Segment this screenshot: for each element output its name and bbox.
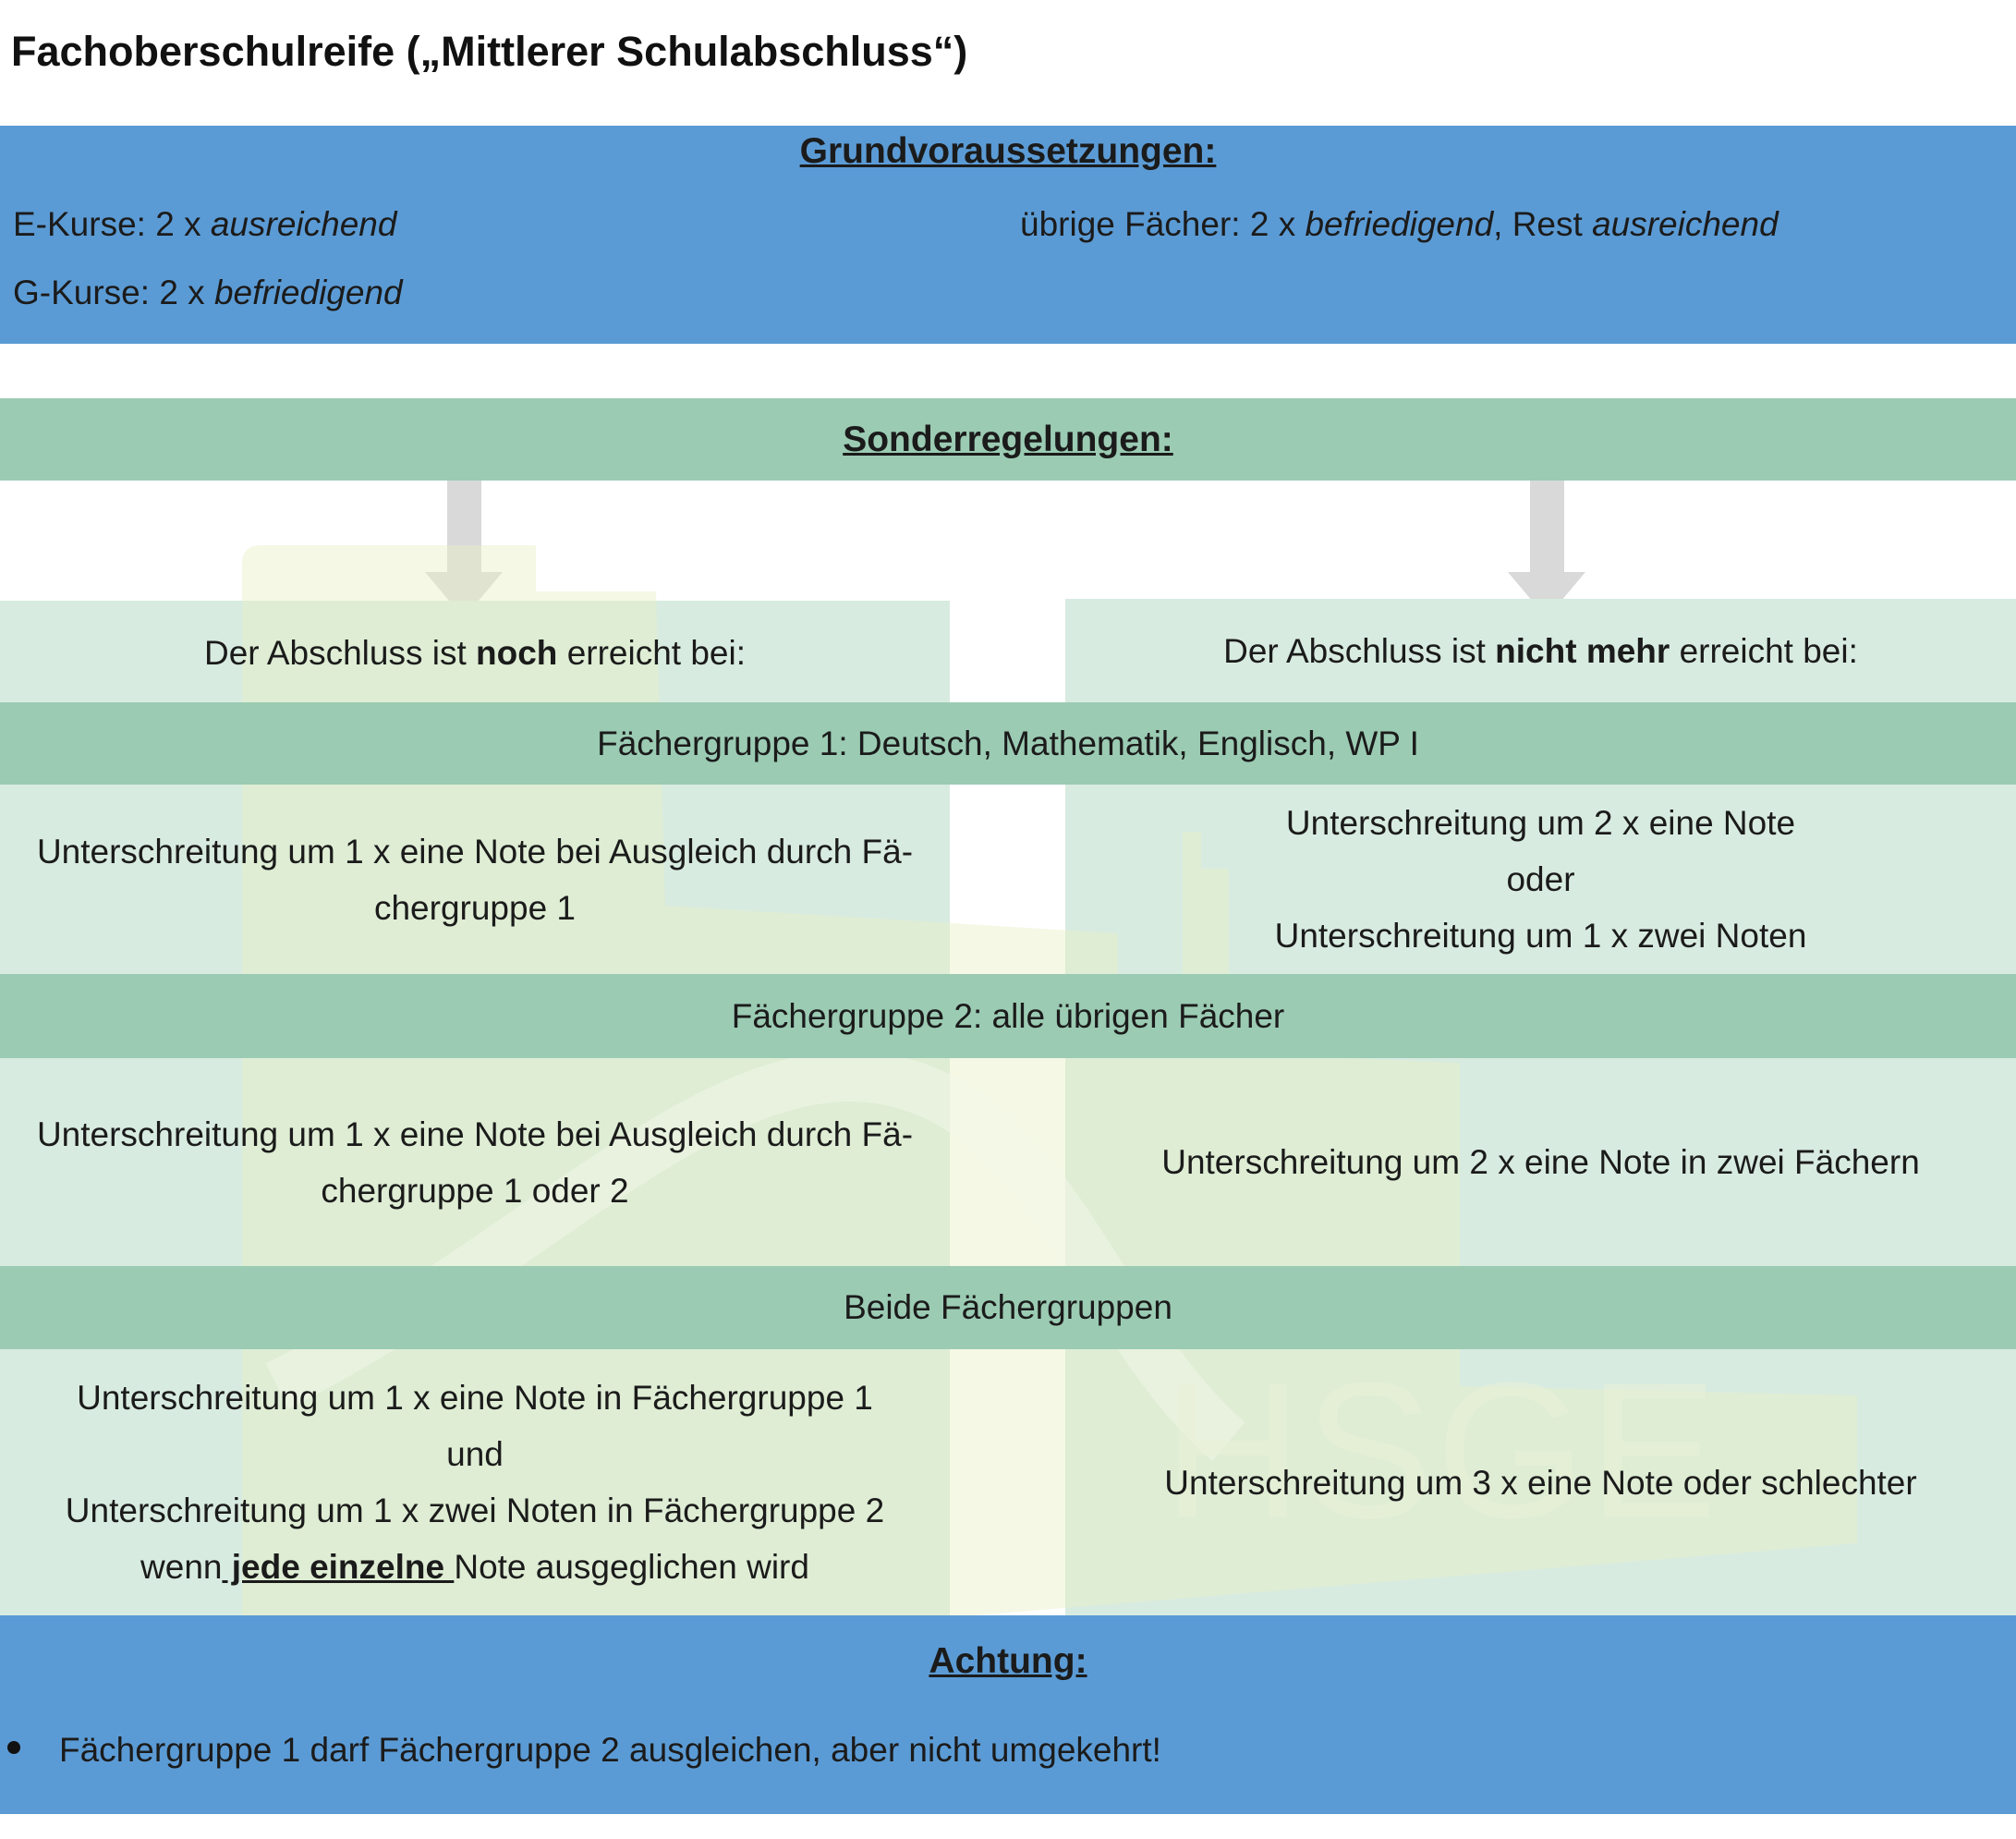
g-kurse-grade: befriedigend (213, 274, 403, 311)
fg1-right-line-2: oder (1506, 860, 1575, 898)
faechergruppe-2-bar: Fächergruppe 2: alle übrigen Fächer (0, 974, 2016, 1058)
fg2-left-line-2: chergruppe 1 oder 2 (321, 1171, 629, 1210)
beide-left-line-1: Unterschreitung um 1 x eine Note in Fäch… (77, 1379, 873, 1417)
page-title: Fachoberschulreife („Mittlerer Schulabsc… (11, 28, 968, 75)
left-column-heading: Der Abschluss ist noch erreicht bei: (0, 617, 950, 689)
bullet-point (7, 1741, 20, 1754)
uebrige-grade-2: ausreichend (1592, 205, 1779, 243)
left-heading-bold: noch (476, 634, 558, 672)
achtung-header: Achtung: (929, 1641, 1087, 1681)
left-heading-pre: Der Abschluss ist (203, 634, 477, 672)
fg1-left-line-1: Unterschreitung um 1 x eine Note bei Aus… (36, 832, 914, 871)
beide-right-text: Unterschreitung um 3 x eine Note oder sc… (1164, 1463, 1917, 1502)
fg1-right-line-1: Unterschreitung um 2 x eine Note (1285, 804, 1796, 842)
fg1-right-text: Unterschreitung um 2 x eine Note oder Un… (1065, 785, 2016, 974)
uebrige-label: übrige Fächer: 2 x (1020, 205, 1306, 243)
g-kurse-line: G-Kurse: 2 x befriedigend (13, 274, 403, 329)
arrow-right-shaft (1530, 481, 1564, 573)
fg2-left-line-1: Unterschreitung um 1 x eine Note bei Aus… (36, 1114, 914, 1153)
e-kurse-label: E-Kurse: 2 x (13, 205, 211, 243)
right-heading-pre: Der Abschluss ist (1223, 632, 1496, 670)
grundvoraussetzungen-header: Grundvoraussetzungen: (799, 131, 1217, 171)
uebrige-faecher-line: übrige Fächer: 2 x befriedigend, Rest au… (1020, 205, 1779, 261)
g-kurse-label: G-Kurse: 2 x (13, 274, 214, 311)
beide-faechergruppen-bar: Beide Fächergruppen (0, 1266, 2016, 1349)
left-heading-post: erreicht bei: (557, 634, 747, 672)
right-column-panel-top (1065, 599, 2016, 702)
fg2-left-text: Unterschreitung um 1 x eine Note bei Aus… (0, 1058, 950, 1266)
e-kurse-grade: ausreichend (210, 205, 397, 243)
left-column-panel-top (0, 601, 950, 702)
uebrige-rest: , Rest (1493, 205, 1593, 243)
e-kurse-line: E-Kurse: 2 x ausreichend (13, 205, 396, 261)
fg1-right-line-3: Unterschreitung um 1 x zwei Noten (1274, 917, 1807, 955)
right-column-heading: Der Abschluss ist nicht mehr erreicht be… (1065, 615, 2016, 688)
achtung-bullet-text: Fächergruppe 1 darf Fächergruppe 2 ausgl… (59, 1731, 1161, 1769)
sonderregelungen-header: Sonderregelungen: (0, 398, 2016, 481)
fg1-left-line-2: chergruppe 1 (373, 888, 577, 927)
grundvoraussetzungen-panel: Grundvoraussetzungen: E-Kurse: 2 x ausre… (0, 126, 2016, 344)
right-heading-bold: nicht mehr (1495, 632, 1670, 670)
arrow-left-shaft (447, 481, 481, 573)
uebrige-grade-1: befriedigend (1305, 205, 1494, 243)
beide-left-line-2: und (446, 1435, 504, 1473)
beide-left-line-4-pre: wenn (140, 1548, 223, 1586)
right-heading-post: erreicht bei: (1670, 632, 1858, 670)
faechergruppe-1-bar: Fächergruppe 1: Deutsch, Mathematik, Eng… (0, 702, 2016, 785)
beide-left-line-4: wenn jede einzelne Note ausgeglichen wir… (140, 1539, 809, 1595)
achtung-panel: Achtung: Fächergruppe 1 darf Fächergrupp… (0, 1615, 2016, 1814)
beide-left-line-4-post: Note ausgeglichen wird (454, 1548, 809, 1586)
fg2-right-text: Unterschreitung um 2 x eine Note in zwei… (1161, 1143, 1920, 1181)
beide-left-line-4-bold: jede einzelne (222, 1548, 455, 1586)
beide-left-text: Unterschreitung um 1 x eine Note in Fäch… (0, 1349, 950, 1615)
right-column-panel-fg1 (1065, 785, 2016, 974)
beide-left-line-3: Unterschreitung um 1 x zwei Noten in Fäc… (65, 1492, 885, 1529)
fg1-left-text: Unterschreitung um 1 x eine Note bei Aus… (0, 785, 950, 974)
left-column-panel-fg1 (0, 785, 950, 974)
watermark-text: HSGE (1162, 1342, 1720, 1559)
